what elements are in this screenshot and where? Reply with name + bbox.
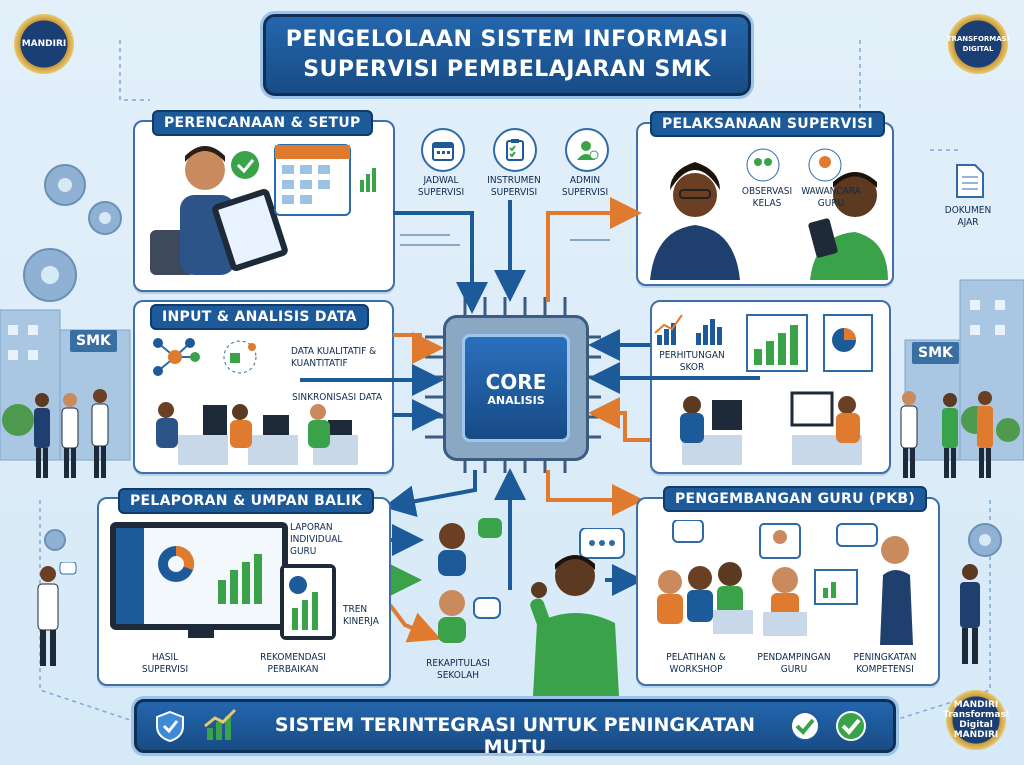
admin-icon[interactable] [565, 128, 609, 172]
label-wawancara-guru: WAWANCARA GURU [801, 186, 861, 209]
label-sinkronisasi-data: SINKRONISASI DATA [292, 392, 382, 403]
label-tren-kinerja: TREN KINERJA [343, 604, 379, 627]
label-rekapitulasi-sekolah: REKAPITULASI SEKOLAH [426, 658, 490, 681]
check-icon-green [836, 711, 866, 741]
core-label: CORE [485, 369, 547, 394]
label-observasi-kelas: OBSERVASI KELAS [741, 186, 793, 209]
mandiri-badge-left: MANDIRI [14, 14, 74, 74]
label-peningkatan-kompetensi: PENINGKATAN KOMPETENSI [853, 652, 917, 675]
label-hasil-supervisi: HASIL SUPERVISI [141, 652, 189, 675]
footer-text: SISTEM TERINTEGRASI UNTUK PENINGKATAN MU… [274, 714, 756, 758]
teachers-right-illustration [900, 391, 993, 478]
data-network-illustration [153, 338, 257, 376]
presenter-person-illustration [530, 528, 625, 696]
badge-bottom-line2: Transformasi Digital [943, 710, 1009, 730]
smk-sign-left: SMK [70, 330, 117, 352]
badge-bottom-line3: MANDIRI [953, 730, 999, 740]
label-rekomendasi-perbaikan: REKOMENDASI PERBAIKAN [260, 652, 326, 675]
badge-label: MANDIRI [21, 39, 67, 49]
label-pelatihan-workshop: PELATIHAN & WORKSHOP [666, 652, 726, 675]
supervision-people-illustration [650, 148, 888, 280]
page-title-line1: PENGELOLAAN SISTEM INFORMASI [285, 27, 729, 52]
label-jadwal-supervisi: JADWAL SUPERVISI [417, 175, 465, 198]
clipboard-icon[interactable] [493, 128, 537, 172]
header-title-box: PENGELOLAAN SISTEM INFORMASI SUPERVISI P… [263, 14, 751, 96]
panel-title-input: INPUT & ANALISIS DATA [150, 304, 369, 330]
check-icon-blue [790, 711, 820, 741]
planner-person-illustration [150, 144, 376, 275]
footer-banner: SISTEM TERINTEGRASI UNTUK PENINGKATAN MU… [134, 699, 896, 758]
badge-line1: TRANSFORMASI [946, 35, 1010, 43]
label-perhitungan-skor: PERHITUNGAN SKOR [659, 350, 725, 373]
label-data-kualitatif: DATA KUALITATIF & KUANTITATIF [291, 346, 377, 369]
feedback-people-illustration [438, 518, 502, 643]
label-laporan-individual: LAPORAN INDIVIDUAL GURU [290, 522, 343, 557]
report-dashboard-illustration [110, 522, 336, 640]
panel-title-perencanaan: PERENCANAAN & SETUP [152, 110, 373, 136]
panel-title-pelaporan: PELAPORAN & UMPAN BALIK [118, 488, 375, 514]
page-title-line2: SUPERVISI PEMBELAJARAN SMK [303, 57, 711, 82]
smk-sign-right: SMK [912, 342, 959, 364]
core-analisis-chip: CORE ANALISIS [443, 315, 589, 461]
score-charts-illustration [654, 314, 873, 465]
transformasi-digital-badge: TRANSFORMASI DIGITAL [946, 14, 1010, 74]
label-instrumen-supervisi: INSTRUMEN SUPERVISI [487, 175, 541, 198]
teacher-left-bottom-illustration [37, 562, 77, 666]
mandiri-badge-bottom-right: MANDIRI Transformasi Digital MANDIRI [943, 690, 1009, 750]
document-icon [956, 164, 984, 198]
growth-chart-icon [204, 708, 237, 740]
pkb-training-illustration [657, 520, 913, 645]
panel-title-pelaksanaan: PELAKSANAAN SUPERVISI [650, 111, 886, 137]
teachers-left-illustration [34, 389, 109, 478]
label-admin-supervisi: ADMIN SUPERVISI [561, 175, 609, 198]
label-dokumen-ajar: DOKUMEN AJAR [944, 205, 992, 228]
shield-check-icon [156, 710, 184, 742]
badge-line2: DIGITAL [962, 45, 994, 53]
teacher-right-bottom-illustration [960, 564, 980, 664]
label-pendampingan-guru: PENDAMPINGAN GURU [757, 652, 831, 675]
data-team-illustration [156, 402, 358, 465]
panel-title-pkb: PENGEMBANGAN GURU (PKB) [663, 486, 928, 512]
calendar-icon[interactable] [421, 128, 465, 172]
badge-bottom-line1: MANDIRI [953, 700, 999, 710]
core-sublabel: ANALISIS [487, 393, 545, 407]
